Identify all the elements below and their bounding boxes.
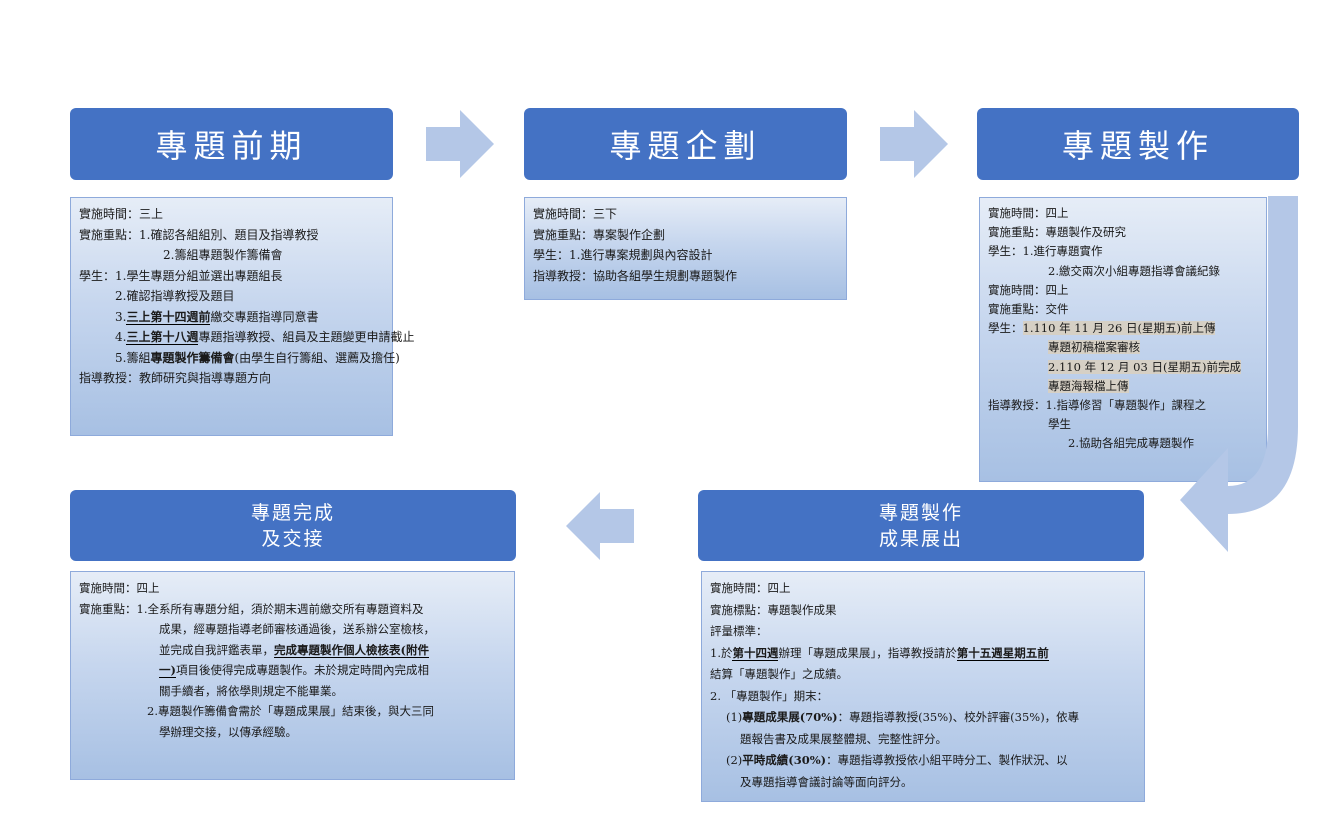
detail-line: (1)專題成果展(70%)：專題指導教授(35%)、校外評審(35%)，依專: [710, 707, 1136, 729]
detail-line: 學生：1.進行專案規劃與內容設計: [533, 248, 713, 262]
detail-line: 學生：1.學生專題分組並選出專題組長: [79, 268, 283, 283]
stage-5-title-line1: 專題完成: [250, 501, 335, 524]
detail-text: 5.籌組: [115, 350, 151, 365]
upload-deadline-2-cont: 專題海報檔上傳: [1048, 378, 1129, 393]
stage-3-details: 實施時間：四上 實施重點：專題製作及研究 學生：1.進行專題實作 2.繳交兩次小…: [979, 197, 1267, 482]
detail-line: 專題初稿檔案審核: [988, 338, 1258, 357]
detail-line: 實施重點：專案製作企劃: [533, 227, 666, 242]
regular-score-weight: 平時成績(30%): [742, 753, 827, 767]
stage-4-title-line1: 專題製作: [878, 501, 963, 524]
detail-text: 專題指導教授、組員及主題變更申請截止: [198, 330, 415, 344]
stage-4-title-line2: 成果展出: [878, 527, 963, 550]
checklist-attachment-cont: 一): [159, 663, 176, 678]
detail-line: 1.於第十四週辦理「專題成果展」，指導教授請於第十五週星期五前: [710, 643, 1136, 665]
checklist-attachment: 完成專題製作個人檢核表(附件: [274, 642, 429, 658]
detail-line: 實施重點：1.全系所有專題分組，須於期末週前繳交所有專題資料及: [79, 601, 424, 616]
detail-text: (由學生自行籌組、選薦及擔任): [234, 350, 400, 365]
detail-line: 題報告書及成果展整體規、完整性評分。: [740, 731, 947, 746]
detail-line: 學生：1.110 年 11 月 26 日(星期五)前上傳: [988, 319, 1258, 338]
stage-3-title: 專題製作: [1061, 127, 1214, 165]
detail-line: 結算「專題製作」之成績。: [710, 667, 848, 681]
stage-2-details: 實施時間：三下 實施重點：專案製作企劃 學生：1.進行專案規劃與內容設計 指導教…: [524, 197, 847, 300]
detail-text: ：專題指導教授(35%)、校外評審(35%)，依專: [837, 710, 1080, 724]
deadline-week18: 三上第十八週: [126, 330, 199, 345]
detail-text: (2): [726, 753, 743, 767]
detail-line: 2.協助各組完成專題製作: [1068, 436, 1194, 451]
deadline-week14: 三上第十四週前: [126, 309, 211, 325]
stage-1-details: 實施時間：三上 實施重點：1.確認各組組別、題目及指導教授 2.籌組專題製作籌備…: [70, 197, 414, 436]
stage-4-details: 實施時間：四上 實施標點：專題製作成果 評量標準： 1.於第十四週辦理「專題成果…: [701, 571, 1145, 802]
detail-line: 專題海報檔上傳: [988, 377, 1258, 396]
detail-line: 5.籌組專題製作籌備會(由學生自行籌組、選薦及擔任): [79, 348, 400, 369]
detail-line: 2.專題製作籌備會需於「專題成果展」結束後，與大三同: [147, 704, 434, 718]
detail-line: 學辦理交接，以傳承經驗。: [159, 724, 297, 739]
detail-line: 學生: [1048, 417, 1071, 432]
detail-line: 實施重點：1.確認各組組別、題目及指導教授: [79, 227, 319, 242]
arrow-curved-down-left: [1180, 196, 1298, 552]
detail-text: (1): [726, 710, 743, 724]
arrow-right-2: [880, 110, 948, 178]
grading-deadline: 第十五週星期五前: [956, 645, 1049, 661]
detail-line: 2. 「專題製作」期末：: [710, 688, 829, 703]
stage-5-title-line2: 及交接: [261, 527, 325, 550]
detail-text: 辦理「專題成果展」，指導教授請於: [778, 645, 957, 660]
exhibition-week14: 第十四週: [732, 645, 779, 661]
detail-text: 學生：: [988, 321, 1023, 336]
upload-deadline-2: 2.110 年 12 月 03 日(星期五)前完成: [1048, 359, 1241, 374]
detail-line: 指導教授：協助各組學生規劃專題製作: [533, 268, 738, 283]
detail-text: 並完成自我評鑑表單，: [159, 642, 274, 657]
detail-line: 實施時間：三下: [533, 207, 618, 221]
detail-line: 4.三上第十八週專題指導教授、組員及主題變更申請截止: [79, 327, 414, 348]
detail-line: 實施時間：三上: [79, 207, 164, 221]
detail-line: 實施重點：專題製作及研究: [988, 225, 1126, 240]
stage-1-header: 專題前期: [70, 108, 393, 180]
detail-text: 3.: [115, 309, 127, 324]
detail-line: 實施時間：四上: [988, 206, 1069, 220]
exhibition-weight: 專題成果展(70%): [742, 710, 838, 724]
detail-line: 及專題指導會議討論等面向評分。: [740, 774, 913, 789]
arrow-right-1: [426, 110, 494, 178]
detail-line: 指導教授：1.指導修習「專題製作」課程之: [988, 398, 1206, 413]
detail-line: 並完成自我評鑑表單，完成專題製作個人檢核表(附件: [79, 640, 506, 661]
detail-line: 2.繳交兩次小組專題指導會議紀錄: [1048, 263, 1220, 278]
detail-line: 實施標點：專題製作成果: [710, 602, 837, 617]
detail-line: 實施時間：四上: [988, 282, 1069, 297]
detail-line: 2.確認指導教授及題目: [115, 289, 235, 303]
stage-2-title: 專題企劃: [609, 127, 762, 165]
detail-line: 實施時間：四上: [710, 581, 791, 595]
arrow-left: [566, 492, 634, 560]
detail-line: 2.110 年 12 月 03 日(星期五)前完成: [988, 358, 1258, 377]
stage-1-title: 專題前期: [155, 127, 308, 165]
detail-line: 實施時間：四上: [79, 581, 160, 595]
detail-text: ：專題指導教授依小組平時分工、製作狀況、以: [826, 753, 1068, 767]
detail-line: 2.籌組專題製作籌備會: [163, 248, 283, 262]
detail-text: 繳交專題指導同意書: [210, 309, 319, 324]
detail-text: 4.: [115, 330, 127, 344]
detail-line: 關手續者，將依學則規定不能畢業。: [159, 683, 343, 698]
detail-line: 指導教授：教師研究與指導專題方向: [79, 371, 272, 385]
detail-line: (2)平時成績(30%)：專題指導教授依小組平時分工、製作狀況、以: [710, 750, 1136, 772]
upload-deadline-1: 1.110 年 11 月 26 日(星期五)前上傳: [1022, 321, 1216, 336]
detail-line: 3.三上第十四週前繳交專題指導同意書: [79, 307, 384, 328]
detail-text: 項目後使得完成專題製作。未於規定時間內完成相: [175, 663, 429, 677]
stage-5-details: 實施時間：四上 實施重點：1.全系所有專題分組，須於期末週前繳交所有專題資料及 …: [70, 571, 515, 780]
detail-text: 1.於: [710, 645, 733, 660]
detail-line: 一)項目後使得完成專題製作。未於規定時間內完成相: [79, 660, 506, 681]
detail-line: 評量標準：: [710, 624, 768, 638]
committee-bold: 專題製作籌備會: [150, 350, 235, 365]
stage-2-header: 專題企劃: [524, 108, 847, 180]
stage-5-header: 專題完成 及交接: [70, 490, 516, 561]
detail-line: 實施重點：交件: [988, 302, 1069, 317]
stage-4-header: 專題製作 成果展出: [698, 490, 1144, 561]
upload-deadline-1-cont: 專題初稿檔案審核: [1048, 340, 1140, 355]
detail-line: 成果，經專題指導老師審核通過後，送系辦公室檢核，: [159, 622, 435, 636]
stage-3-header: 專題製作: [977, 108, 1299, 180]
detail-line: 學生：1.進行專題實作: [988, 244, 1103, 259]
